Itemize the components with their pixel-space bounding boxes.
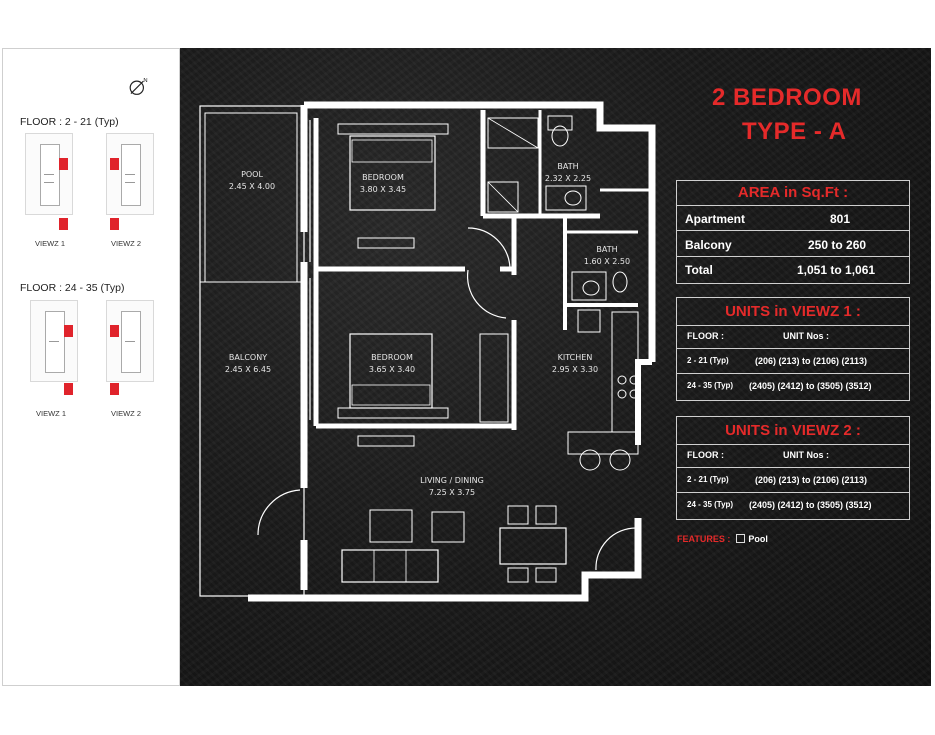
key-plan-thumbnail [106,133,154,230]
table-row: Balcony 250 to 260 [677,231,909,257]
north-label: N [143,78,147,84]
viewz-label: VIEWZ 1 [36,409,67,418]
unit-highlight [110,325,119,337]
bedroom2-label: BEDROOM [371,353,413,362]
bath2-size: 1.60 X 2.50 [584,257,630,266]
table-header-row: FLOOR : UNIT Nos : [677,444,909,468]
unit-type-title: 2 BEDROOM [712,84,862,111]
pool-label: POOL [241,170,263,179]
key-plan-thumbnail [106,300,154,395]
units-viewz2-table: UNITS in VIEWZ 2 : FLOOR : UNIT Nos : 2 … [676,416,910,520]
bedroom2-size: 3.65 X 3.40 [369,365,415,374]
living-size: 7.25 X 3.75 [429,488,475,497]
unit-type-subtitle: TYPE - A [742,118,847,145]
area-table: AREA in Sq.Ft : Apartment 801 Balcony 25… [676,180,910,284]
units-viewz1-title: UNITS in VIEWZ 1 : [677,298,909,326]
units-viewz1-table: UNITS in VIEWZ 1 : FLOOR : UNIT Nos : 2 … [676,297,910,401]
key-plan-thumbnail [30,300,78,395]
bedroom1-label: BEDROOM [362,173,404,182]
table-row: 24 - 35 (Typ) (2405) (2412) to (3505) (3… [687,500,872,510]
bedroom1-size: 3.80 X 3.45 [360,185,406,194]
area-table-title: AREA in Sq.Ft : [677,181,909,206]
living-label: LIVING / DINING [420,476,484,485]
viewz-label: VIEWZ 2 [111,409,142,418]
balcony-label: BALCONY [229,353,267,362]
floor-group-title: FLOOR : 2 - 21 (Typ) [20,116,119,128]
checkbox-icon [736,534,746,544]
features-line: FEATURES : Pool [677,534,768,544]
unit-highlight [110,218,119,230]
bath1-label: BATH [557,162,578,171]
unit-highlight [64,325,73,337]
units-viewz2-title: UNITS in VIEWZ 2 : [677,417,909,445]
features-label: FEATURES : [677,534,731,544]
table-row: Total 1,051 to 1,061 [685,263,876,277]
viewz-label: VIEWZ 2 [111,239,142,248]
unit-highlight [59,158,68,170]
bath2-label: BATH [596,245,617,254]
table-row: Apartment 801 [677,205,909,231]
bath1-size: 2.32 X 2.25 [545,174,591,183]
north-arrow-icon: N [129,78,148,95]
viewz-label: VIEWZ 1 [35,239,66,248]
unit-highlight [64,383,73,395]
kitchen-size: 2.95 X 3.30 [552,365,598,374]
kitchen-label: KITCHEN [558,353,593,362]
unit-highlight [110,158,119,170]
balcony-size: 2.45 X 6.45 [225,365,271,374]
table-row: 24 - 35 (Typ) (2405) (2412) to (3505) (3… [687,381,872,391]
pool-size: 2.45 X 4.00 [229,182,275,191]
key-plan-thumbnail [25,133,73,230]
floor-group-title: FLOOR : 24 - 35 (Typ) [20,282,125,294]
table-header-row: FLOOR : UNIT Nos : [677,325,909,349]
unit-highlight [110,383,119,395]
table-row: 2 - 21 (Typ) (206) (213) to (2106) (2113… [677,468,909,493]
balcony-outline [199,105,305,597]
table-row: 2 - 21 (Typ) (206) (213) to (2106) (2113… [677,349,909,374]
unit-highlight [59,218,68,230]
feature-item: Pool [748,534,768,544]
